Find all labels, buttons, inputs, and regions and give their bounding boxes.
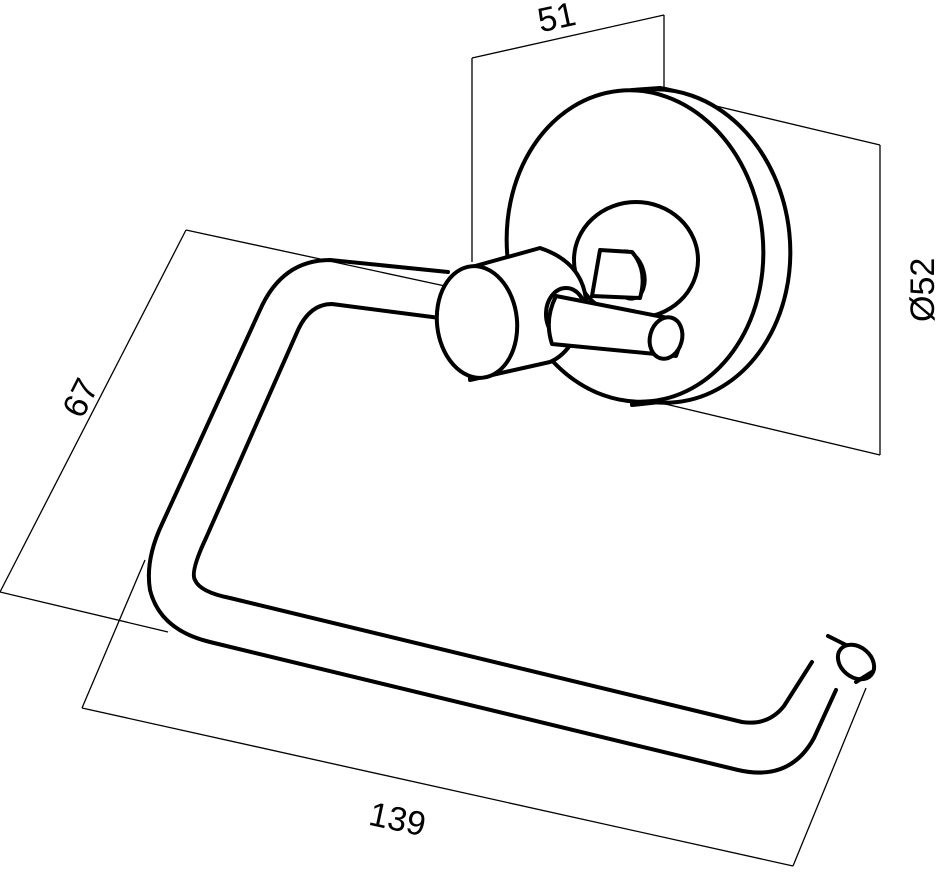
dimension-diameter-label: Ø52 [904,258,936,322]
dimension-67-label: 67 [55,373,106,424]
dimension-67-lines [0,229,446,633]
dimension-51-lines [471,14,665,262]
dimension-139-label: 139 [366,795,429,844]
dimension-139-lines [81,559,867,867]
stub-pin [546,294,685,361]
dimension-51-label: 51 [534,0,579,40]
holder-arm [146,258,877,775]
